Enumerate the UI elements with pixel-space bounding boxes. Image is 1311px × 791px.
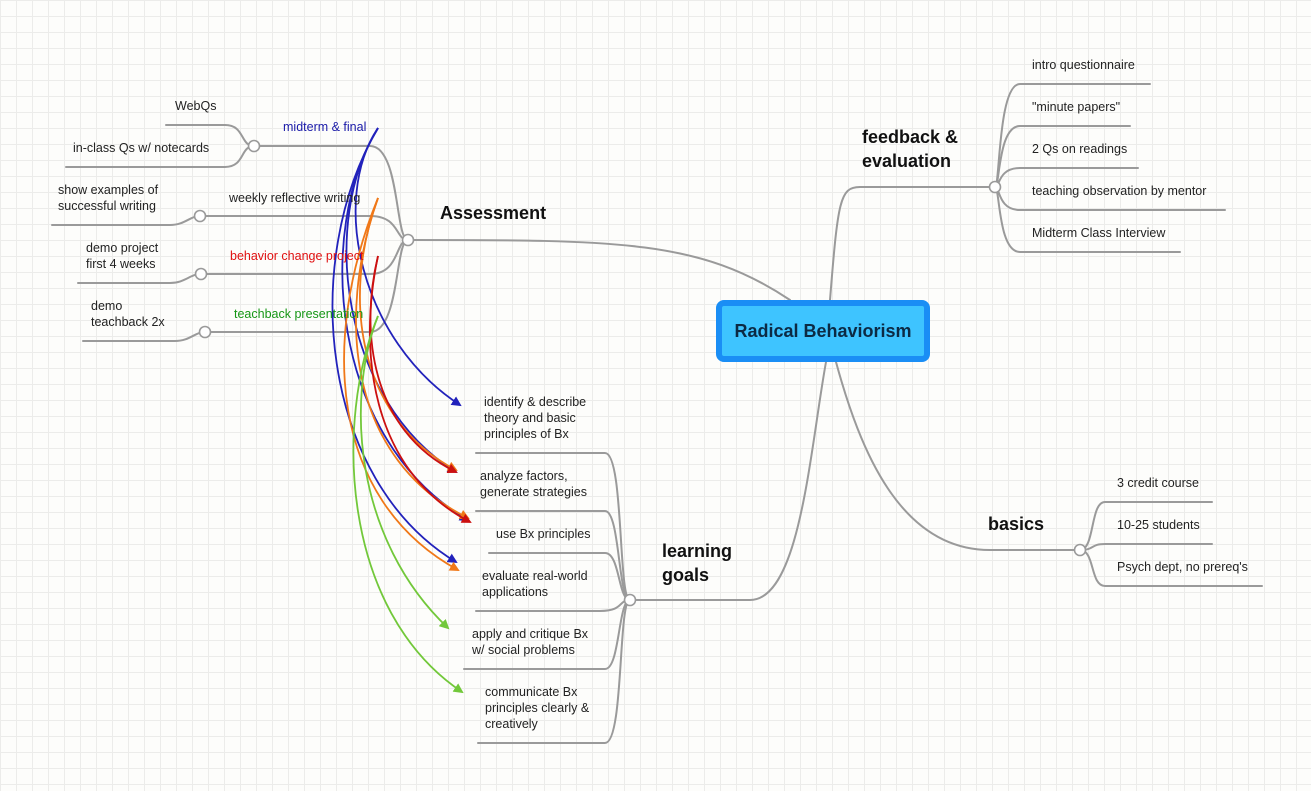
- hub-project: [194, 267, 208, 281]
- basics-item-credit-course[interactable]: 3 credit course: [1117, 476, 1199, 490]
- hub-feedback: [988, 180, 1002, 194]
- goal-item-use-bx-principles[interactable]: use Bx principles: [496, 527, 591, 541]
- goal-item-apply-critique[interactable]: apply and critique Bx w/ social problems: [472, 627, 589, 657]
- basics-item-students[interactable]: 10-25 students: [1117, 518, 1200, 532]
- arrow-midterm-analyze: [345, 127, 458, 474]
- hub-basics: [1073, 543, 1087, 557]
- central-topic[interactable]: Radical Behaviorism: [716, 300, 930, 362]
- assessment-item-midterm-final[interactable]: midterm & final: [283, 120, 367, 134]
- assessment-subitem-in-class-qs[interactable]: in-class Qs w/ notecards: [73, 141, 210, 155]
- assessment-item-weekly-reflective-writing[interactable]: weekly reflective writing: [229, 191, 361, 205]
- assessment-subitem-show-examples[interactable]: show examples of successful writing: [58, 183, 159, 213]
- hub-teachback: [198, 325, 212, 339]
- feedback-item-midterm-class-interview[interactable]: Midterm Class Interview: [1032, 226, 1166, 240]
- link-central-basics: [835, 361, 1081, 551]
- feedback-item-teaching-observation[interactable]: teaching observation by mentor: [1032, 184, 1207, 198]
- link-central-feedback: [829, 186, 996, 301]
- branch-assessment[interactable]: Assessment: [440, 203, 547, 223]
- arrow-project-use: [368, 255, 472, 523]
- link-central-assessment: [407, 239, 791, 301]
- feedback-item-2qs-on-readings[interactable]: 2 Qs on readings: [1032, 142, 1128, 156]
- link-central-goals: [629, 361, 827, 601]
- hub-goals: [623, 593, 637, 607]
- goal-item-identify-describe[interactable]: identify & describe theory and basic pri…: [484, 395, 587, 441]
- goal-item-analyze-factors[interactable]: analyze factors, generate strategies: [480, 469, 588, 499]
- arrow-teachback-communicate: [352, 315, 464, 694]
- assessment-subitem-webqs[interactable]: WebQs: [175, 99, 217, 113]
- arrow-midterm-identify: [354, 127, 462, 407]
- assessment-subitem-demo-teachback[interactable]: demo teachback 2x: [91, 299, 165, 329]
- hub-assessment: [401, 233, 415, 247]
- feedback-item-intro-questionnaire[interactable]: intro questionnaire: [1032, 58, 1135, 72]
- branch-basics[interactable]: basics: [988, 514, 1045, 534]
- hub-reflective: [193, 209, 207, 223]
- goal-item-evaluate-real-world[interactable]: evaluate real-world applications: [482, 569, 588, 599]
- branch-feedback-evaluation[interactable]: feedback & evaluation: [862, 127, 959, 171]
- arrow-reflective-evaluate: [343, 197, 460, 571]
- assessment-subitem-demo-project[interactable]: demo project first 4 weeks: [86, 241, 159, 271]
- assessment-item-teachback-presentation[interactable]: teachback presentation: [234, 307, 364, 321]
- arrow-midterm-evaluate: [331, 127, 458, 564]
- assessment-item-behavior-change-project[interactable]: behavior change project: [230, 249, 364, 263]
- feedback-item-minute-papers[interactable]: "minute papers": [1032, 100, 1121, 114]
- arrow-teachback-apply: [359, 315, 450, 630]
- goal-item-communicate[interactable]: communicate Bx principles clearly & crea…: [485, 685, 590, 731]
- branch-learning-goals[interactable]: learning goals: [662, 541, 733, 585]
- basics-item-psych-dept[interactable]: Psych dept, no prereq's: [1117, 560, 1248, 574]
- hub-midterm: [247, 139, 261, 153]
